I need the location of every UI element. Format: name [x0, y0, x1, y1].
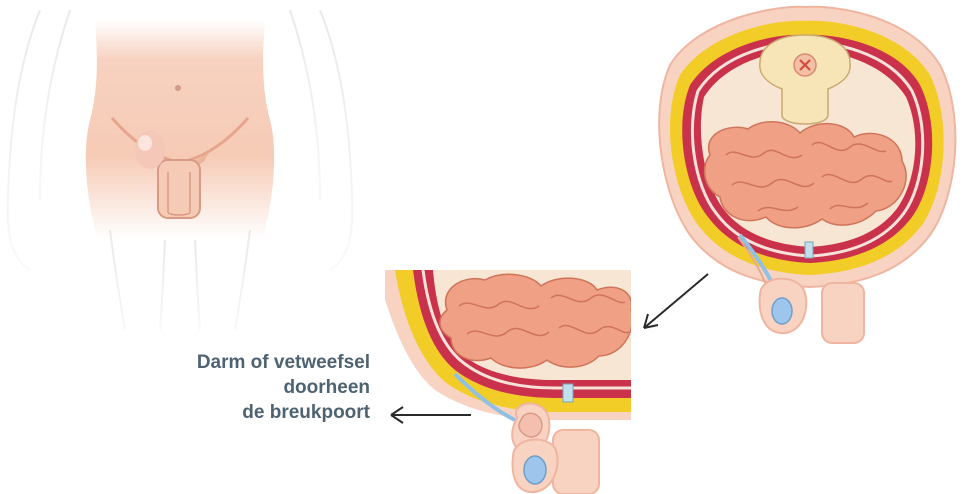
caption-line-3: de breukpoort — [120, 400, 370, 425]
arrow-left-icon — [385, 400, 475, 430]
zoomed-hernia-detail — [385, 270, 635, 494]
caption-line-2: doorheen — [120, 375, 370, 400]
hernia-caption: Darm of vetweefsel doorheen de breukpoor… — [120, 350, 370, 425]
arrow-down-left-icon — [630, 268, 720, 338]
caption-line-1: Darm of vetweefsel — [120, 350, 370, 375]
body-figure — [0, 0, 360, 330]
